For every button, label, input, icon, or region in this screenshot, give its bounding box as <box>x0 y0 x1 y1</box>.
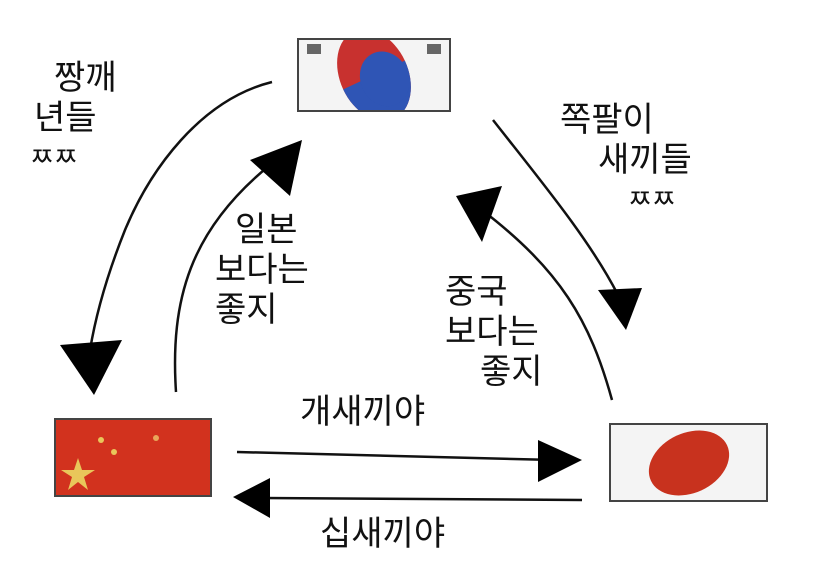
label-line: ㅉㅉ <box>628 185 676 215</box>
label-line: 중국 <box>445 272 508 312</box>
label-china-to-korea: 일본 보다는 좋지 <box>215 210 309 330</box>
arrowhead-icon <box>60 340 122 395</box>
label-line: 새끼들 <box>598 140 692 180</box>
japan-flag <box>609 423 768 502</box>
label-korea-to-china: 짱깨 년들 ㅉㅉ <box>30 58 117 178</box>
arrow-korea-to-china <box>88 80 273 351</box>
label-line: 쪽팔이 <box>560 100 654 140</box>
label-china-to-japan: 개새끼야 <box>300 392 426 432</box>
label-line: 좋지 <box>215 290 278 330</box>
label-line: 년들 <box>34 98 97 138</box>
label-line: 보다는 <box>215 250 309 290</box>
arrow-china-to-korea <box>173 164 271 393</box>
label-korea-to-japan: 쪽팔이 새끼들 ㅉㅉ <box>560 100 692 220</box>
arrowhead-icon <box>456 186 502 242</box>
label-line: 좋지 <box>480 352 543 392</box>
china-flag <box>54 418 212 497</box>
arrow-japan-to-korea <box>481 209 614 401</box>
korea-flag <box>297 38 451 112</box>
label-line: 짱깨 <box>54 58 117 98</box>
arrowhead-icon <box>233 478 270 518</box>
star-icon <box>61 458 95 490</box>
arrow-china-to-japan <box>236 450 556 462</box>
arrowhead-icon <box>598 288 642 330</box>
arrowhead-icon <box>538 440 582 482</box>
arrow-korea-to-japan <box>492 119 620 296</box>
arrow-japan-to-china <box>261 496 583 502</box>
label-line: ㅉㅉ <box>30 143 78 173</box>
label-line: 일본 <box>235 210 298 250</box>
arrowhead-icon <box>250 140 302 196</box>
label-line: 보다는 <box>445 312 539 352</box>
label-japan-to-korea: 중국 보다는 좋지 <box>445 272 543 392</box>
label-japan-to-china: 십새끼야 <box>320 514 446 554</box>
